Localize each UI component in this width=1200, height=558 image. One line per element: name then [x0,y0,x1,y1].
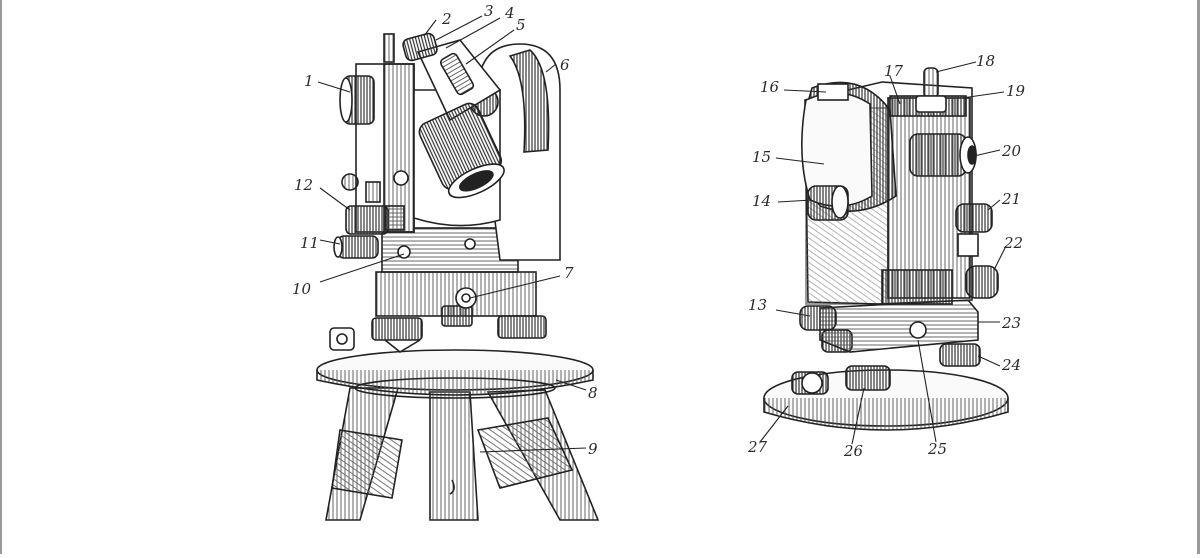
tribrach [371,271,547,353]
callout-27: 27 [747,438,768,456]
theodolite-right-drawing [763,67,1009,431]
callout-23: 23 [1001,314,1021,332]
frame-border-right [1197,0,1200,554]
knob-14 [807,185,849,221]
alidade-base [381,227,519,273]
callout-12: 12 [294,176,313,194]
handle-18 [915,67,947,113]
callout-7: 7 [564,264,574,282]
circle-housing [801,81,897,212]
callout-14: 14 [752,192,771,210]
eyepiece-20 [909,133,977,177]
base-plate [763,369,1009,431]
callout-11: 11 [300,234,319,252]
tripod-head [316,327,594,399]
callout-6: 6 [560,56,570,74]
screws-right [955,203,999,299]
screw-13 [799,305,837,331]
frame-border-left [0,0,2,554]
callout-24: 24 [1001,356,1021,374]
callout-17: 17 [884,62,904,80]
callouts-right: 13 14 15 16 17 18 19 20 21 22 23 24 25 2… [747,52,1026,460]
callout-16: 16 [760,78,780,96]
callout-10: 10 [292,280,312,298]
callout-22: 22 [1003,234,1023,252]
callout-21: 21 [1001,190,1021,208]
theodolite-left-drawing [316,32,600,521]
tribrach-block [819,299,979,353]
callout-4: 4 [504,4,515,22]
callout-20: 20 [1001,142,1022,160]
callout-9: 9 [588,440,598,458]
telescope [402,32,505,199]
callout-2: 2 [441,10,452,28]
callout-18: 18 [976,52,995,70]
callout-25: 25 [927,440,947,458]
side-controls [333,181,405,259]
callout-15: 15 [752,148,771,166]
callouts-left: 1 2 3 4 5 6 7 8 9 10 11 12 [292,2,598,458]
callout-19: 19 [1006,82,1026,100]
tripod [325,387,600,521]
callout-8: 8 [588,384,598,402]
leader-lines [317,15,1007,453]
callout-1: 1 [304,72,314,90]
callout-13: 13 [748,296,767,314]
callout-3: 3 [484,2,494,20]
callout-5: 5 [516,16,526,34]
callout-26: 26 [843,442,864,460]
knob-1 [339,75,375,125]
